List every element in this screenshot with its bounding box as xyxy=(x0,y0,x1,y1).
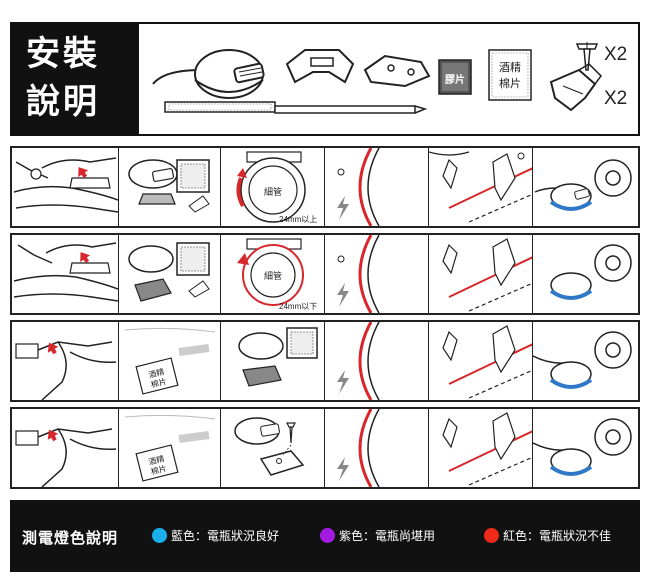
step-row-3: 酒精 棉片 xyxy=(10,320,640,402)
step-connect-battery xyxy=(325,148,429,226)
arrow-icon xyxy=(47,429,59,442)
parts-list: 膠片 酒精 棉片 X2 X2 xyxy=(139,24,638,134)
step-wrap-tube: 細管 24mm以下 xyxy=(221,235,325,313)
step-indicator-blue xyxy=(533,322,638,400)
step-indicator-blue xyxy=(533,235,638,313)
wire-connector-icon xyxy=(549,63,602,112)
step-connect-battery xyxy=(325,409,429,487)
step-row-2: 細管 24mm以下 xyxy=(10,233,640,315)
title-line-2: 說明 xyxy=(26,82,100,122)
legend-label-blue: 藍色：電瓶狀況良好 xyxy=(171,529,280,543)
arrow-icon xyxy=(80,252,91,264)
step-connect-battery xyxy=(325,322,429,400)
step-switch-on xyxy=(429,235,533,313)
alcohol-wipe-label-1: 酒精 xyxy=(499,61,521,74)
wipe-label-1: 酒精 xyxy=(147,453,165,467)
indicator-legend: 測電燈色說明 藍色：電瓶狀況良好 紫色：電瓶尚堪用 紅色：電瓶狀況不佳 xyxy=(10,500,640,572)
cable-icon xyxy=(152,69,202,85)
step-clean-surface: 酒精 棉片 xyxy=(119,409,221,487)
step-connect-battery xyxy=(325,235,429,313)
legend-dot-purple xyxy=(320,528,335,543)
screw-quantity: X2 xyxy=(604,44,628,65)
step-attach-pad xyxy=(119,235,221,313)
step-handlebar xyxy=(12,235,119,313)
wipe-label-2: 棉片 xyxy=(150,376,168,390)
lightning-icon xyxy=(337,196,349,220)
step-row-1: 細管 24mm以上 xyxy=(10,146,640,228)
step-scooter-panel xyxy=(12,409,119,487)
battery-monitor-icon xyxy=(194,49,265,99)
cable-tie-icon xyxy=(164,101,428,114)
flat-base-icon xyxy=(363,54,431,88)
lightning-icon xyxy=(337,283,349,307)
title-line-1: 安裝 xyxy=(26,34,100,74)
screw-icon xyxy=(286,422,296,444)
step-clean-surface: 酒精 棉片 xyxy=(119,322,221,400)
step-row-4: 酒精 棉片 xyxy=(10,407,640,489)
parts-illustration: 膠片 酒精 棉片 xyxy=(152,42,602,114)
legend-label-purple: 紫色：電瓶尚堪用 xyxy=(339,529,436,543)
arrow-icon xyxy=(47,342,59,355)
adhesive-pad-label: 膠片 xyxy=(444,73,465,86)
parts-header: 安裝 說明 xyxy=(10,22,640,136)
step-attach-pad xyxy=(221,322,325,400)
lightning-icon xyxy=(337,370,349,394)
arrow-icon xyxy=(78,167,89,179)
connector-quantity: X2 xyxy=(604,88,628,109)
wipe-label-1: 酒精 xyxy=(147,366,165,380)
step-attach-pad xyxy=(119,148,221,226)
tube-label: 細管 xyxy=(264,186,282,198)
step-scooter-panel xyxy=(12,322,119,400)
step-screw-mount xyxy=(221,409,325,487)
legend-label-red: 紅色：電瓶狀況不佳 xyxy=(503,529,612,543)
legend-title: 測電燈色說明 xyxy=(22,529,119,547)
step-wrap-tube: 細管 24mm以上 xyxy=(221,148,325,226)
mount-bracket-icon xyxy=(285,49,355,84)
wipe-label-2: 棉片 xyxy=(150,463,168,477)
alcohol-wipe-icon: 酒精 棉片 xyxy=(488,49,532,101)
step-indicator-blue xyxy=(533,148,638,226)
adhesive-pad-icon: 膠片 xyxy=(438,59,472,95)
alcohol-wipe-label-2: 棉片 xyxy=(499,76,521,90)
diameter-note-over: 24mm以上 xyxy=(279,215,318,224)
diameter-note-under: 24mm以下 xyxy=(279,302,318,311)
title-block: 安裝 說明 xyxy=(12,24,139,134)
tube-label: 細管 xyxy=(264,270,282,282)
step-handlebar xyxy=(12,148,119,226)
step-switch-on xyxy=(429,148,533,226)
lightning-icon xyxy=(337,457,349,481)
step-switch-on xyxy=(429,322,533,400)
step-switch-on xyxy=(429,409,533,487)
rotate-arrow-icon xyxy=(237,168,247,178)
legend-dot-red xyxy=(484,528,499,543)
step-indicator-blue xyxy=(533,409,638,487)
rotate-arrow-icon xyxy=(237,253,249,265)
legend-dot-blue xyxy=(152,528,167,543)
